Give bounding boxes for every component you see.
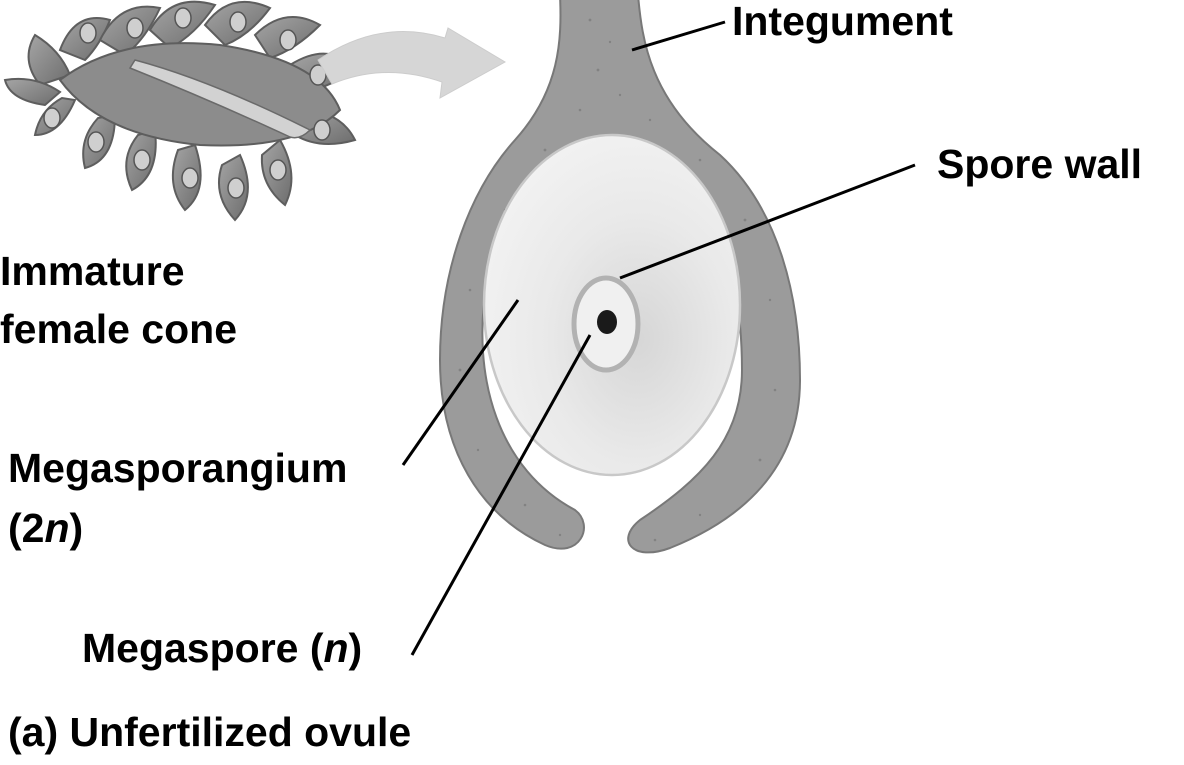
megaspore	[597, 310, 617, 334]
label-cone-line1: Immature	[0, 248, 185, 294]
label-megasporangium-line1: Megasporangium	[8, 445, 348, 491]
figure-caption: (a) Unfertilized ovule	[8, 709, 412, 755]
label-cone-line2: female cone	[0, 306, 237, 352]
female-cone-icon	[3, 0, 357, 222]
label-megasporangium-line2: (2n)	[8, 505, 84, 551]
label-immature-female-cone: Immature female cone	[0, 242, 237, 358]
leader-line-spore-wall	[619, 163, 916, 280]
curved-arrow-icon	[317, 27, 507, 99]
leader-line-integument	[631, 20, 726, 52]
leader-line-megasporangium	[401, 299, 520, 466]
leader-lines	[401, 20, 916, 656]
label-megaspore: Megaspore (n)	[82, 625, 363, 671]
label-megasporangium: Megasporangium (2n)	[8, 438, 347, 558]
label-spore-wall: Spore wall	[937, 141, 1143, 187]
leader-line-megaspore	[410, 334, 592, 656]
label-integument: Integument	[732, 0, 953, 44]
